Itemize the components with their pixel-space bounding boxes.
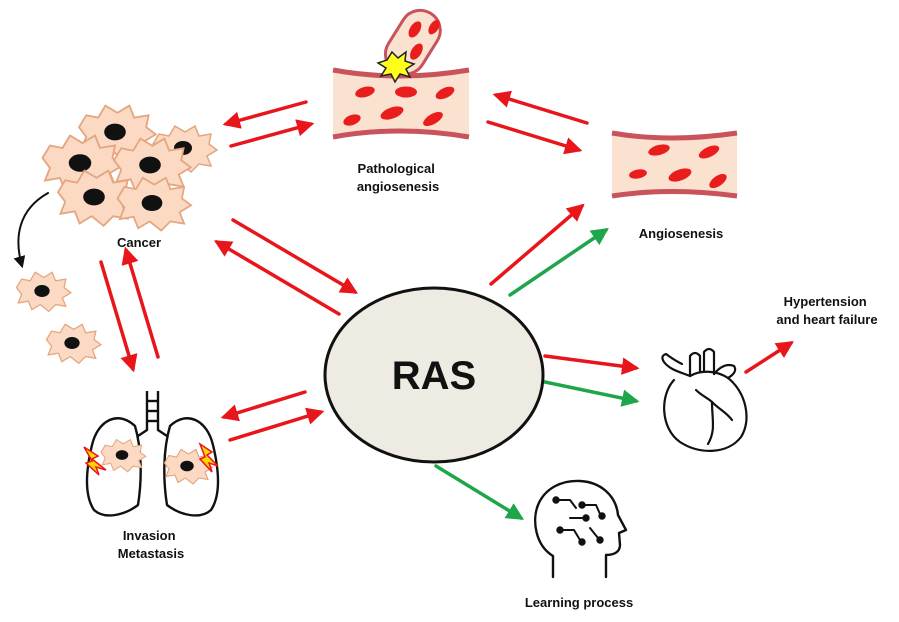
blood-vessel-icon [332,8,470,140]
arrow-cancer-to-path [229,119,315,148]
label-angiogenesis: Angiosenesis [639,226,724,241]
label-cancer: Cancer [117,235,161,250]
label-pathological: Pathological angiosenesis [357,161,439,194]
label-learning: Learning process [525,595,633,610]
angiogenesis-vessel-icon [611,130,738,199]
arrow-ras-to-cancer [213,240,341,316]
brain-head-icon [534,479,628,579]
arrows [13,90,794,520]
arrow-path-to-angio [486,120,583,155]
heart-icon [661,347,748,452]
arrow-ras-to-invasion [220,390,307,422]
lightning-icon [198,442,219,473]
arrow-ras-to-heart-green [543,380,640,407]
arrow-heart-to-hypertension [744,341,794,374]
lungs-icon [83,391,220,517]
arrow-angio-to-path [492,90,589,125]
arrow-ras-to-angio-green [508,228,609,297]
arrow-path-to-cancer [222,100,308,129]
arrow-cell-spread [13,192,49,269]
arrow-invasion-to-cancer [121,246,160,359]
arrow-cancer-to-ras [231,218,359,294]
arrow-ras-to-heart-red [543,354,640,375]
arrow-ras-to-learning [434,464,524,520]
spark-icon [376,50,416,84]
lightning-icon [83,446,107,476]
label-hypertension: Hypertension and heart failure [776,294,877,327]
arrow-invasion-to-ras [228,407,325,442]
label-invasion: Invasion Metastasis [118,528,184,561]
arrow-ras-to-angio-red [489,203,585,286]
arrow-cancer-to-invasion [99,260,138,373]
ras-label: RAS [392,354,476,398]
ras-node: RAS [323,286,545,464]
